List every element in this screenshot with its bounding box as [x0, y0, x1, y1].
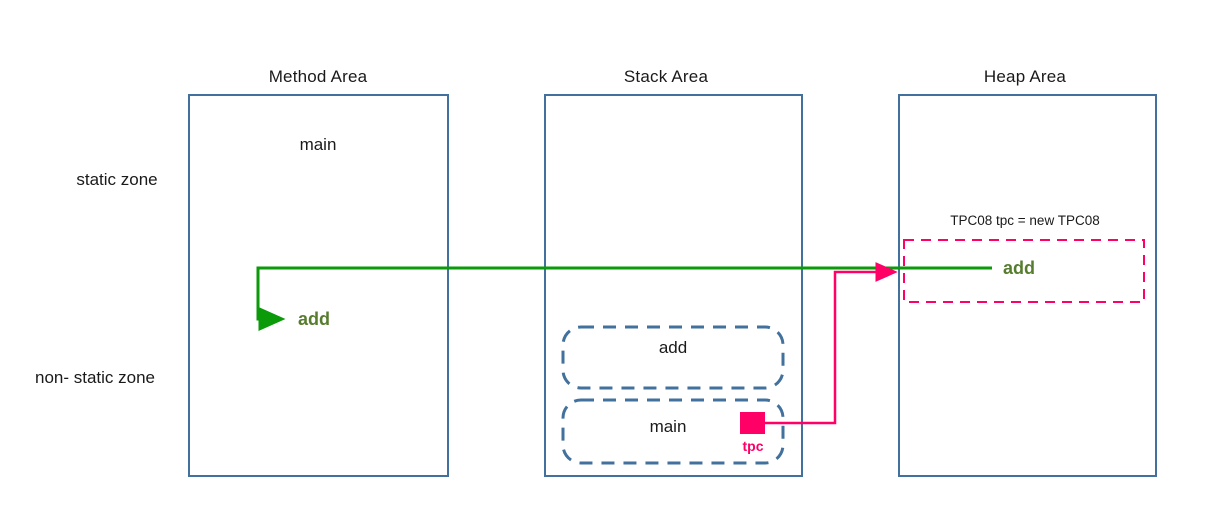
- stack-frame-main-label: main: [649, 417, 687, 436]
- stack-area-title: Stack Area: [623, 67, 709, 86]
- tpc-reference-square: [740, 412, 765, 434]
- non-static-zone-label: non- static zone: [34, 368, 155, 387]
- method-area-add-label: add: [298, 309, 331, 329]
- heap-area-title: Heap Area: [983, 67, 1067, 86]
- heap-object-declaration-text: TPC08 tpc = new TPC08: [950, 213, 1100, 228]
- method-area-title: Method Area: [268, 67, 368, 86]
- tpc-reference-label: tpc: [742, 438, 764, 454]
- heap-area-box: [898, 94, 1157, 477]
- heap-add-label: add: [1003, 258, 1036, 278]
- static-zone-label: static zone: [76, 170, 158, 189]
- stack-frame-add-label: add: [658, 338, 688, 357]
- method-area-main-label: main: [299, 135, 337, 154]
